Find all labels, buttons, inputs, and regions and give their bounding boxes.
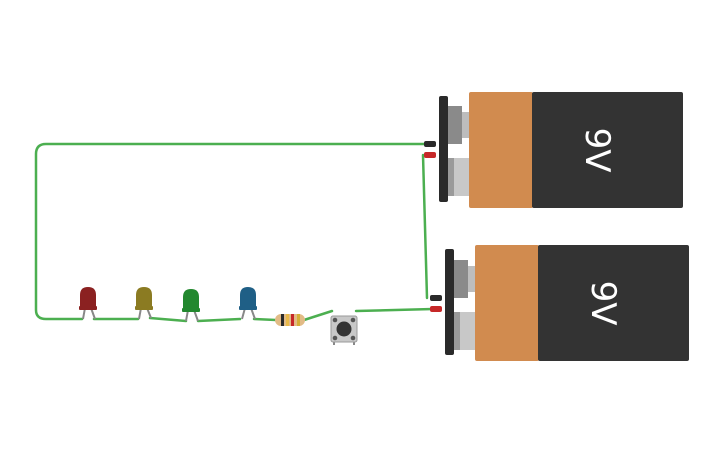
button-corner	[350, 317, 356, 323]
wire-button-to-battery[interactable]	[354, 307, 435, 313]
battery-body	[532, 92, 683, 208]
battery-clip-bar	[445, 249, 454, 355]
wire-green-to-blue[interactable]	[196, 317, 242, 323]
battery-snap-upper	[448, 106, 462, 144]
led-dome	[240, 287, 256, 310]
led-red[interactable]	[79, 287, 97, 320]
resistor-body	[275, 314, 305, 326]
battery-top[interactable]: 9V	[424, 92, 683, 208]
battery-body	[538, 245, 689, 361]
battery-positive-terminal[interactable]	[430, 306, 442, 312]
led-blue[interactable]	[239, 287, 257, 320]
resistor-band	[297, 314, 300, 326]
battery-clip-bar	[439, 96, 448, 202]
button-corner	[332, 317, 338, 323]
resistor[interactable]	[275, 314, 305, 326]
led-rim	[182, 308, 200, 312]
battery-snap-lower-inner	[460, 312, 476, 350]
battery-label: 9V	[577, 128, 617, 173]
resistor-band	[286, 314, 289, 326]
battery-snap-upper-inner	[462, 112, 470, 138]
battery-snap-lower	[448, 158, 454, 196]
wire-resistor-to-button[interactable]	[302, 309, 334, 322]
led-olive[interactable]	[135, 287, 153, 320]
pushbutton[interactable]	[330, 315, 358, 345]
led-dome	[183, 289, 199, 312]
button-corner	[332, 335, 338, 341]
battery-snap-lower-inner	[454, 158, 470, 196]
button-corner	[350, 335, 356, 341]
wires	[34, 142, 435, 323]
battery-bottom[interactable]: 9V	[430, 245, 689, 361]
led-green[interactable]	[182, 289, 200, 322]
resistor-band	[281, 314, 284, 326]
led-rim	[135, 306, 153, 310]
battery-negative-terminal[interactable]	[430, 295, 442, 301]
battery-cap	[469, 92, 533, 208]
wire-series-link[interactable]	[421, 153, 429, 300]
resistor-band	[291, 314, 294, 326]
led-dome	[136, 287, 152, 310]
battery-cap	[475, 245, 539, 361]
battery-snap-lower	[454, 312, 460, 350]
wire-top-loop[interactable]	[34, 142, 432, 321]
led-rim	[79, 306, 97, 310]
wire-olive-to-green[interactable]	[148, 316, 188, 323]
wire-blue-to-resistor[interactable]	[252, 317, 278, 322]
led-rim	[239, 306, 257, 310]
battery-negative-terminal[interactable]	[424, 141, 436, 147]
battery-positive-terminal[interactable]	[424, 152, 436, 158]
button-cap[interactable]	[336, 321, 352, 337]
battery-snap-upper-inner	[468, 266, 476, 292]
battery-snap-upper	[454, 260, 468, 298]
battery-label: 9V	[583, 281, 623, 326]
led-dome	[80, 287, 96, 310]
